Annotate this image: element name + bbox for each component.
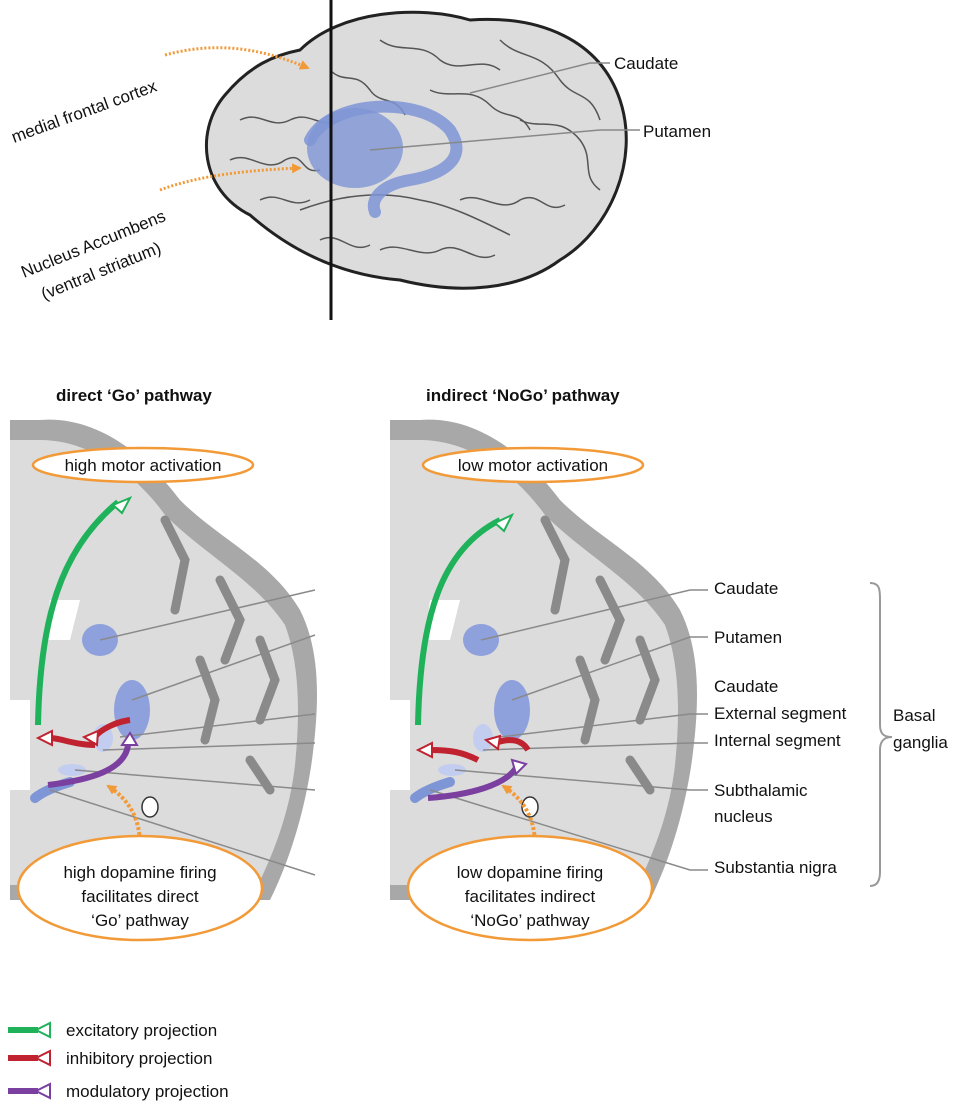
legend-label-modulatory: modulatory projection: [66, 1082, 229, 1101]
direct-dopamine-line-1: high dopamine firing: [63, 863, 216, 882]
direct-white-matter: [10, 440, 298, 885]
indirect-white-matter: [390, 440, 678, 885]
legend: excitatory projection inhibitory project…: [8, 1021, 229, 1101]
legend-head-inhibitory: [36, 1051, 50, 1065]
direct-dopamine-line-3: ‘Go’ pathway: [91, 911, 189, 930]
label-basal: Basal: [893, 706, 936, 725]
direct-small-ventricle: [142, 797, 158, 817]
label-subthalamic: Subthalamic: [714, 781, 808, 800]
brain-lateral-view: [206, 0, 626, 320]
label-top-caudate: Caudate: [614, 54, 678, 73]
indirect-title: indirect ‘NoGo’ pathway: [426, 386, 620, 405]
legend-head-modulatory: [36, 1084, 50, 1098]
direct-dopamine-line-2: facilitates direct: [81, 887, 198, 906]
legend-item-modulatory: modulatory projection: [8, 1082, 229, 1101]
legend-item-inhibitory: inhibitory projection: [8, 1049, 212, 1068]
label-substantia-nigra: Substantia nigra: [714, 858, 837, 877]
label-caudate: Caudate: [714, 579, 778, 598]
label-internal-segment: Internal segment: [714, 731, 841, 750]
label-external-segment: External segment: [714, 704, 847, 723]
legend-label-inhibitory: inhibitory projection: [66, 1049, 212, 1068]
direct-putamen-shape: [114, 680, 150, 740]
legend-item-excitatory: excitatory projection: [8, 1021, 217, 1040]
direct-ventricle: [10, 700, 30, 790]
direct-motor-label: high motor activation: [65, 456, 222, 475]
label-top-putamen: Putamen: [643, 122, 711, 141]
legend-label-excitatory: excitatory projection: [66, 1021, 217, 1040]
indirect-putamen-shape: [494, 680, 530, 740]
label-medial-frontal-cortex: medial frontal cortex: [9, 76, 160, 146]
label-putamen: Putamen: [714, 628, 782, 647]
indirect-dopamine-line-3: ‘NoGo’ pathway: [470, 911, 590, 930]
label-nucleus: nucleus: [714, 807, 773, 826]
basal-ganglia-bracket: [870, 583, 892, 886]
indirect-motor-label: low motor activation: [458, 456, 608, 475]
indirect-dopamine-line-2: facilitates indirect: [465, 887, 596, 906]
indirect-ventricle: [390, 700, 410, 790]
label-caudate-2: Caudate: [714, 677, 778, 696]
legend-head-excitatory: [36, 1023, 50, 1037]
direct-pathway-panel: direct ‘Go’ pathway high motor activatio…: [10, 386, 317, 940]
label-ganglia: ganglia: [893, 733, 948, 752]
indirect-dopamine-line-1: low dopamine firing: [457, 863, 603, 882]
indirect-pathway-panel: indirect ‘NoGo’ pathway low motor activa…: [390, 386, 708, 940]
direct-title: direct ‘Go’ pathway: [56, 386, 212, 405]
structure-labels: Caudate Putamen Caudate External segment…: [714, 579, 948, 886]
